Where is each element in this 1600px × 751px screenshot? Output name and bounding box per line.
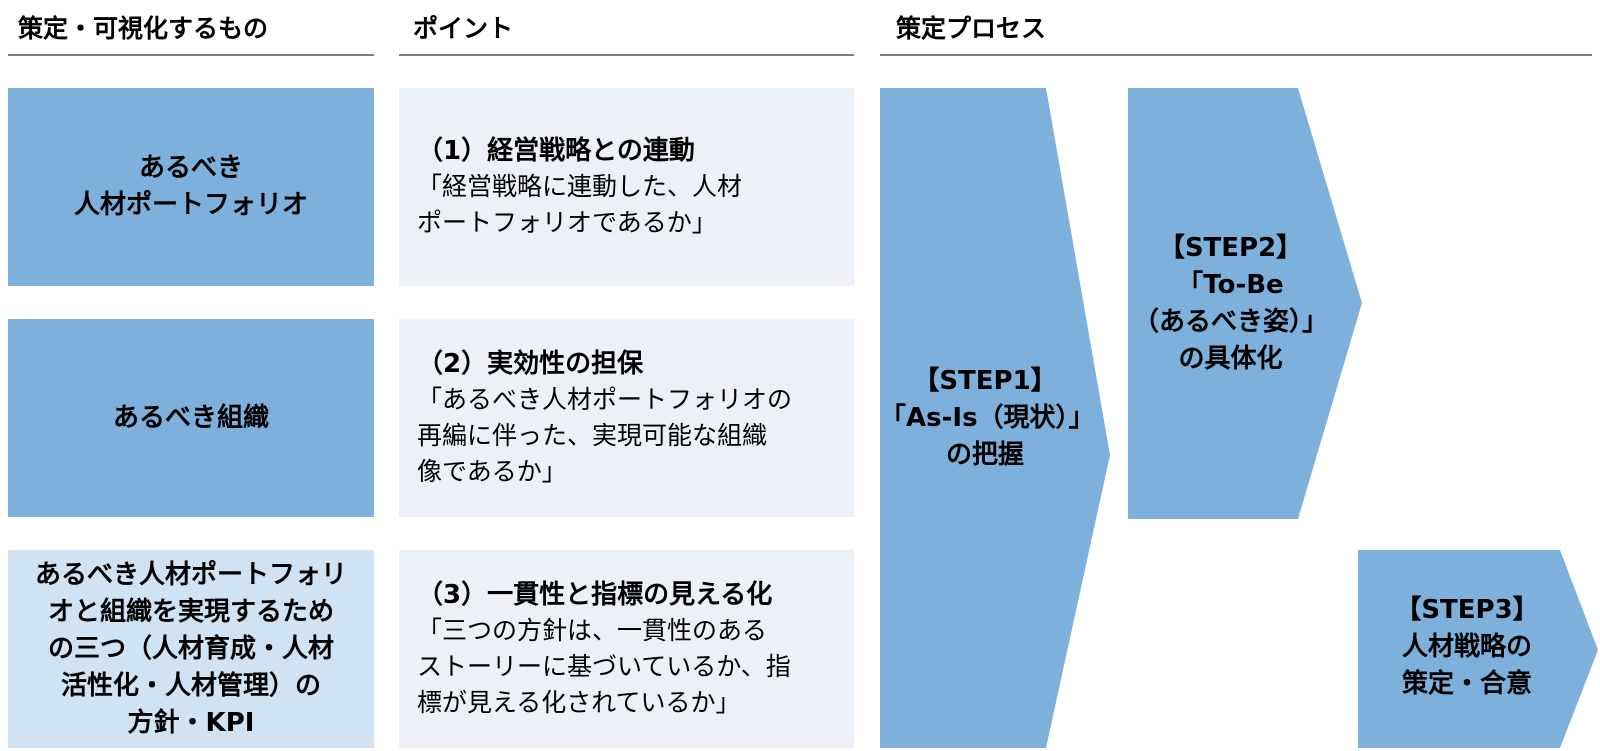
step-line: （あるべき姿）」 <box>1132 307 1328 337</box>
item-line: あるべき <box>138 153 243 183</box>
point-effectiveness: （2）実効性の担保 「あるべき人材ポートフォリオの 再編に伴った、実現可能な組織… <box>399 319 854 517</box>
header-things-to-define: 策定・可視化するもの <box>8 0 374 56</box>
step-line: 【STEP1】 <box>913 366 1057 396</box>
step-line: 【STEP2】 <box>1158 233 1303 263</box>
point-line: 「経営戦略に連動した、人材 <box>417 172 743 201</box>
step-line: 「As-Is（現状）」 <box>880 403 1095 433</box>
step1-label: 【STEP1】 「As-Is（現状）」 の把握 <box>880 363 1095 474</box>
point-line: 再編に伴った、実現可能な組織 <box>417 421 768 450</box>
point-line: 像であるか」 <box>417 457 567 486</box>
item-line: の三つ（人材育成・人材 <box>47 633 334 664</box>
step-line: 策定・合意 <box>1401 669 1532 699</box>
header-points: ポイント <box>399 0 854 56</box>
step-line: 人材戦略の <box>1401 632 1532 662</box>
item-line: 活性化・人材管理）の <box>60 670 321 701</box>
point-consistency-kpi: （3）一貫性と指標の見える化 「三つの方針は、一貫性のある ストーリーに基づいて… <box>399 550 854 748</box>
point-line: 「あるべき人材ポートフォリオの <box>417 385 793 414</box>
step-line: の把握 <box>945 440 1024 470</box>
step-line: 「To-Be <box>1177 270 1284 300</box>
item-line: 方針・KPI <box>127 707 255 738</box>
step-line: の具体化 <box>1178 344 1283 374</box>
step-line: 【STEP3】 <box>1395 595 1539 625</box>
item-line: オと組織を実現するため <box>47 596 334 627</box>
item-line: 人材ポートフォリオ <box>73 190 308 220</box>
header-label: 策定プロセス <box>896 14 1047 43</box>
header-label: ポイント <box>413 14 514 43</box>
header-label: 策定・可視化するもの <box>18 14 269 43</box>
step2-chevron <box>1128 88 1362 519</box>
header-process: 策定プロセス <box>880 0 1592 56</box>
step1-chevron <box>880 88 1110 748</box>
point-title: （2）実効性の担保 <box>417 349 644 379</box>
item-ideal-portfolio: あるべき 人材ポートフォリオ <box>8 88 374 286</box>
step2-label: 【STEP2】 「To-Be （あるべき姿）」 の具体化 <box>1128 230 1333 378</box>
point-line: 標が見える化されているか」 <box>417 688 741 717</box>
point-line: 「三つの方針は、一貫性のある <box>417 616 768 645</box>
point-line: ポートフォリオであるか」 <box>417 208 717 237</box>
step3-label: 【STEP3】 人材戦略の 策定・合意 <box>1358 592 1576 703</box>
point-strategy-alignment: （1）経営戦略との連動 「経営戦略に連動した、人材 ポートフォリオであるか」 <box>399 88 854 286</box>
step3-chevron <box>1358 550 1598 748</box>
item-three-policies: あるべき人材ポートフォリ オと組織を実現するため の三つ（人材育成・人材 活性化… <box>8 550 374 748</box>
item-line: あるべき人材ポートフォリ <box>34 559 347 590</box>
item-line: あるべき組織 <box>112 402 269 433</box>
point-title: （1）経営戦略との連動 <box>417 136 695 166</box>
point-title: （3）一貫性と指標の見える化 <box>417 580 773 610</box>
point-line: ストーリーに基づいているか、指 <box>417 652 791 681</box>
item-ideal-organization: あるべき組織 <box>8 319 374 517</box>
